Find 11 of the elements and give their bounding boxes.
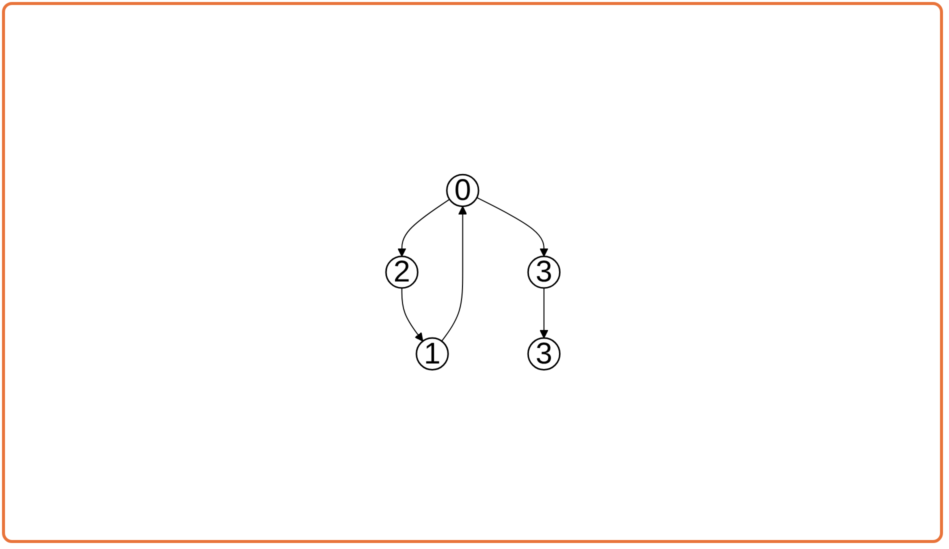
- node-circle: [526, 338, 560, 371]
- node-circle: [384, 256, 418, 290]
- node-circle: [526, 256, 560, 290]
- arrow: [476, 197, 548, 258]
- arrow: [539, 288, 548, 339]
- arrow: [440, 206, 467, 342]
- page-frame: 0 1 2 3 3: [2, 2, 943, 543]
- arrow: [400, 288, 423, 342]
- node-circle: [415, 338, 448, 371]
- node-circle: [446, 174, 479, 208]
- arrow: [397, 199, 450, 258]
